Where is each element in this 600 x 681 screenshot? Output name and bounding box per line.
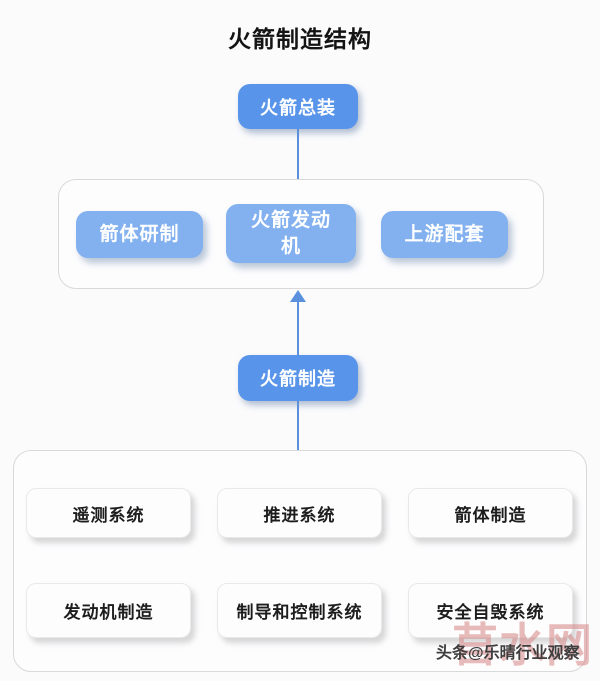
node-safety-self-destruct-system: 安全自毁系统 <box>408 583 573 638</box>
connector-manufacturing-to-systems <box>297 401 299 450</box>
node-rocket-body-manufacturing: 箭体制造 <box>408 488 573 538</box>
node-engine-manufacturing: 发动机制造 <box>26 583 191 638</box>
node-rocket-final-assembly: 火箭总装 <box>238 84 358 129</box>
arrow-up-icon <box>290 290 306 302</box>
node-upstream-supporting: 上游配套 <box>381 211 508 258</box>
watermark-credit: 头条@乐晴行业观察 <box>436 645 580 662</box>
node-guidance-control-system: 制导和控制系统 <box>217 583 382 638</box>
node-rocket-engine: 火箭发动 机 <box>226 204 356 263</box>
connector-assembly-to-group <box>297 129 299 179</box>
node-telemetry-system: 遥测系统 <box>26 488 191 538</box>
watermark-site: 苜水网 <box>452 619 593 671</box>
node-rocket-manufacturing: 火箭制造 <box>238 355 358 401</box>
page-title: 火箭制造结构 <box>228 26 372 52</box>
mid-group-container: 箭体研制 火箭发动 机 上游配套 <box>58 179 544 289</box>
node-propulsion-system: 推进系统 <box>217 488 382 538</box>
connector-manufacturing-to-group <box>297 301 299 355</box>
bottom-group-container: 遥测系统 推进系统 箭体制造 发动机制造 制导和控制系统 安全自毁系统 <box>13 450 587 672</box>
node-rocket-body-development: 箭体研制 <box>76 211 203 258</box>
